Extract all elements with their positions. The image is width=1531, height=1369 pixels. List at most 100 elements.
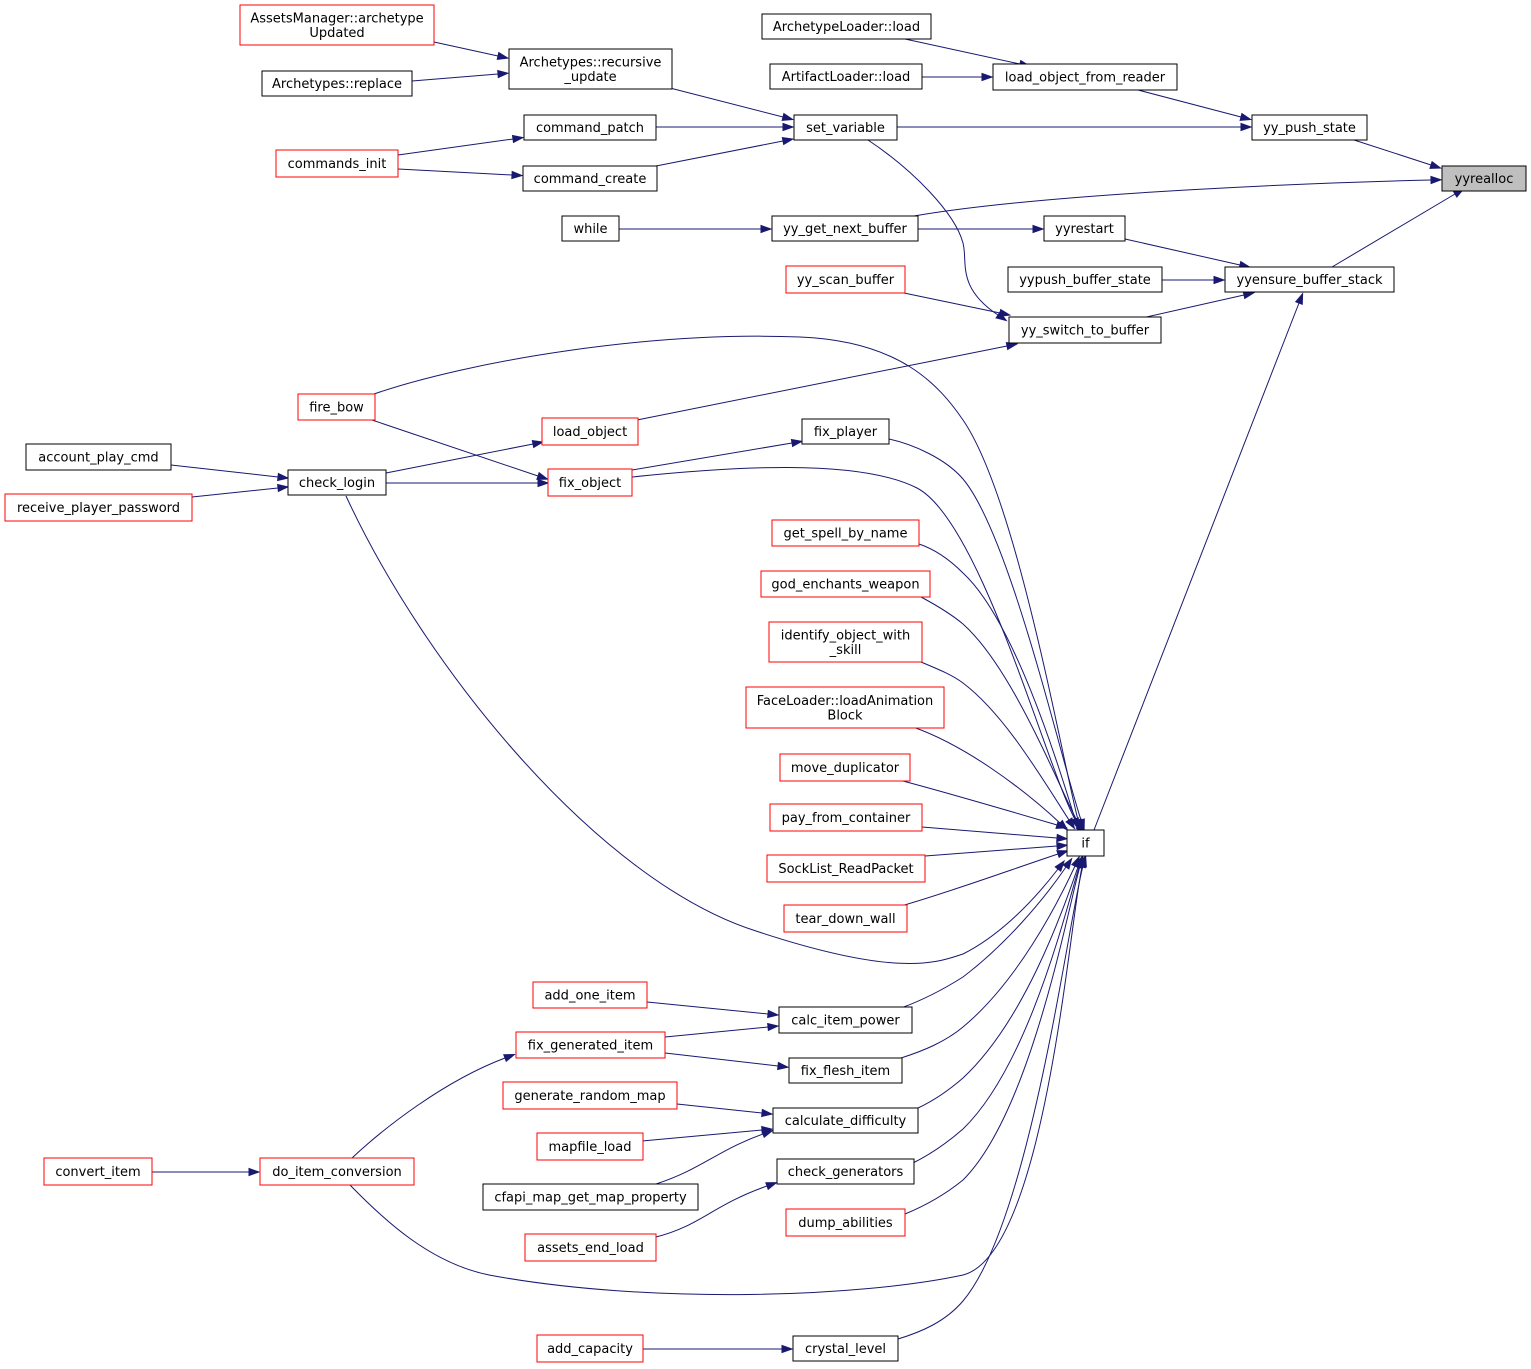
node-do_item_conversion[interactable]: do_item_conversion: [259, 1157, 415, 1186]
node-box: [536, 1132, 644, 1161]
node-load_object_from_reader[interactable]: load_object_from_reader: [992, 63, 1178, 91]
node-command_patch[interactable]: command_patch: [523, 114, 657, 141]
node-pay_from_container[interactable]: pay_from_container: [769, 803, 923, 832]
node-Archetypes_recursive_update[interactable]: Archetypes::recursive_update: [508, 48, 673, 90]
node-assets_end_load[interactable]: assets_end_load: [524, 1233, 657, 1262]
node-box: [1066, 829, 1105, 857]
edge-fix_generated_item-to-calc_item_power: [664, 1022, 780, 1038]
node-label: receive_player_password: [17, 501, 180, 516]
node-check_generators[interactable]: check_generators: [776, 1158, 915, 1185]
node-god_enchants_weapon[interactable]: god_enchants_weapon: [760, 570, 931, 598]
node-yyrealloc[interactable]: yyrealloc: [1441, 165, 1527, 192]
node-receive_player_password[interactable]: receive_player_password: [4, 493, 193, 522]
node-label: cfapi_map_get_map_property: [494, 1191, 687, 1206]
node-yy_scan_buffer[interactable]: yy_scan_buffer: [785, 265, 906, 294]
node-yyensure_buffer_stack[interactable]: yyensure_buffer_stack: [1224, 266, 1395, 293]
node-add_one_item[interactable]: add_one_item: [532, 981, 648, 1009]
edge-while-to-yy_get_next_buffer: [619, 224, 773, 234]
node-box: [801, 418, 890, 445]
node-if[interactable]: if: [1066, 829, 1105, 857]
node-box: [541, 417, 639, 446]
edge-check_login-to-load_object: [385, 439, 545, 474]
node-box: [275, 149, 399, 178]
node-box: [259, 1157, 415, 1186]
node-label: ArtifactLoader::load: [782, 70, 911, 85]
node-yy_switch_to_buffer[interactable]: yy_switch_to_buffer: [1008, 316, 1162, 344]
node-ArchetypeLoader_load[interactable]: ArchetypeLoader::load: [761, 13, 932, 40]
node-check_login[interactable]: check_login: [287, 469, 387, 496]
node-crystal_level[interactable]: crystal_level: [792, 1335, 899, 1362]
node-label: load_object_from_reader: [1005, 71, 1166, 86]
node-yypush_buffer_state[interactable]: yypush_buffer_state: [1007, 266, 1163, 293]
node-fix_object[interactable]: fix_object: [547, 468, 633, 497]
node-box: [769, 63, 923, 90]
node-box: [1441, 165, 1527, 192]
node-Archetypes_replace[interactable]: Archetypes::replace: [261, 70, 413, 97]
node-account_play_cmd[interactable]: account_play_cmd: [25, 443, 172, 471]
node-label: do_item_conversion: [272, 1165, 402, 1180]
node-ArtifactLoader_load[interactable]: ArtifactLoader::load: [769, 63, 923, 90]
nodes-layer: yyrealloc yy_push_state yyensure_buffer_st…: [4, 4, 1527, 1363]
node-cfapi_map_get_map_property[interactable]: cfapi_map_get_map_property: [482, 1183, 699, 1211]
node-box: [536, 1334, 644, 1363]
edge-command_create-to-set_variable: [655, 136, 795, 167]
node-label: yypush_buffer_state: [1019, 273, 1151, 288]
node-yyrestart[interactable]: yyrestart: [1043, 215, 1126, 242]
node-box: [761, 13, 932, 40]
node-commands_init[interactable]: commands_init: [275, 149, 399, 178]
edge-fix_object-to-fix_player: [631, 438, 804, 471]
node-fix_flesh_item[interactable]: fix_flesh_item: [788, 1057, 903, 1084]
node-generate_random_map[interactable]: generate_random_map: [502, 1081, 678, 1110]
node-identify_object_with_skill[interactable]: identify_object_with_skill: [768, 621, 923, 663]
node-calc_item_power[interactable]: calc_item_power: [778, 1006, 913, 1034]
edge-do_item_conversion-to-if: [349, 855, 1086, 1296]
node-box: [992, 63, 1178, 91]
node-load_object[interactable]: load_object: [541, 417, 639, 446]
node-label: account_play_cmd: [38, 451, 158, 466]
node-label: AssetsManager::archetype: [250, 11, 423, 26]
node-dump_abilities[interactable]: dump_abilities: [785, 1208, 906, 1237]
edge-yy_get_next_buffer-to-yyrealloc: [913, 175, 1443, 217]
edge-set_variable-to-yy_push_state: [897, 122, 1253, 132]
node-move_duplicator[interactable]: move_duplicator: [779, 753, 911, 782]
edge-yyensure_buffer_stack-to-yyrealloc: [1331, 188, 1465, 268]
node-box: [766, 854, 926, 883]
node-box: [772, 1107, 919, 1134]
node-label: while: [573, 222, 607, 237]
node-label: add_one_item: [544, 989, 635, 1004]
node-fire_bow[interactable]: fire_bow: [297, 393, 376, 421]
edge-calc_item_power-to-if: [900, 857, 1073, 1009]
node-yy_push_state[interactable]: yy_push_state: [1251, 114, 1368, 141]
node-calculate_difficulty[interactable]: calculate_difficulty: [772, 1107, 919, 1134]
node-get_spell_by_name[interactable]: get_spell_by_name: [771, 519, 920, 547]
edge-add_capacity-to-crystal_level: [643, 1344, 794, 1354]
node-fix_player[interactable]: fix_player: [801, 418, 890, 445]
node-yy_get_next_buffer[interactable]: yy_get_next_buffer: [771, 215, 919, 242]
edge-yy_scan_buffer-to-yy_switch_to_buffer: [903, 292, 1012, 318]
node-box: [785, 265, 906, 294]
node-box: [43, 1157, 153, 1186]
node-mapfile_load[interactable]: mapfile_load: [536, 1132, 644, 1161]
node-convert_item[interactable]: convert_item: [43, 1157, 153, 1186]
edge-command_patch-to-set_variable: [656, 122, 795, 132]
node-SockList_ReadPacket[interactable]: SockList_ReadPacket: [766, 854, 926, 883]
node-label: fix_generated_item: [528, 1039, 653, 1054]
node-fix_generated_item[interactable]: fix_generated_item: [515, 1031, 666, 1059]
node-label: yy_scan_buffer: [797, 273, 895, 288]
edge-fire_bow-to-fix_object: [371, 419, 549, 480]
node-box: [25, 443, 172, 471]
edge-generate_random_map-to-calculate_difficulty: [676, 1103, 774, 1118]
node-add_capacity[interactable]: add_capacity: [536, 1334, 644, 1363]
node-box: [515, 1031, 666, 1059]
node-tear_down_wall[interactable]: tear_down_wall: [783, 904, 908, 933]
node-label: Updated: [309, 26, 364, 41]
node-box: [561, 215, 620, 242]
node-set_variable[interactable]: set_variable: [793, 114, 898, 141]
node-command_create[interactable]: command_create: [522, 165, 658, 192]
node-label: move_duplicator: [791, 761, 900, 776]
node-box: [508, 48, 673, 90]
node-while[interactable]: while: [561, 215, 620, 242]
